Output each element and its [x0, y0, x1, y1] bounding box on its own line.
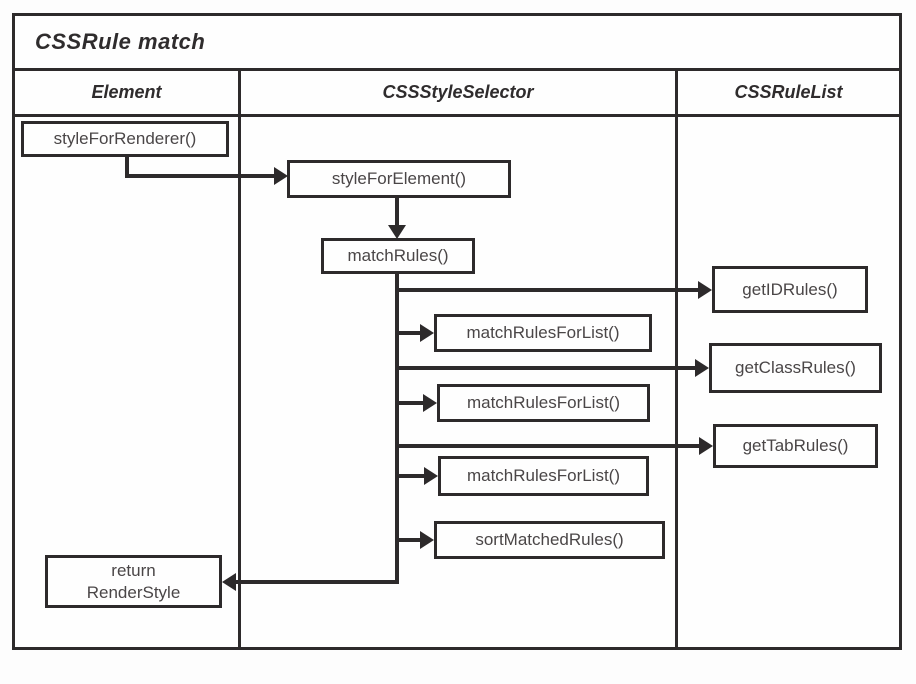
edge-sfr-sfe-vertical	[125, 157, 129, 178]
diagram-title: CSSRule match	[35, 29, 206, 54]
node-matchRules: matchRules()	[321, 238, 475, 274]
node-label: matchRulesForList()	[466, 323, 620, 343]
arrowhead-right-icon	[423, 394, 437, 412]
node-getIDRules: getIDRules()	[712, 266, 868, 313]
arrowhead-right-icon	[420, 531, 434, 549]
arrowhead-right-icon	[695, 359, 709, 377]
edge-mr-gettabrules	[397, 444, 699, 448]
edge-mr-mrfl2	[397, 401, 423, 405]
node-label: sortMatchedRules()	[475, 530, 624, 550]
node-label: styleForElement()	[331, 169, 467, 189]
node-return-renderstyle: return RenderStyle	[45, 555, 222, 608]
node-label: styleForRenderer()	[53, 129, 197, 149]
lane-header-element: Element	[91, 82, 162, 102]
lane-divider-left	[238, 68, 241, 647]
node-matchRulesForList-3: matchRulesForList()	[438, 456, 649, 496]
node-label: matchRules()	[347, 246, 449, 266]
arrowhead-right-icon	[698, 281, 712, 299]
edge-mr-mrfl3	[397, 474, 424, 478]
lane-header-cssstyleselector: CSSStyleSelector	[382, 82, 534, 102]
edge-mr-getclassrules	[397, 366, 695, 370]
sequence-diagram-frame: CSSRule match Element CSSStyleSelector C…	[12, 13, 902, 650]
arrowhead-right-icon	[424, 467, 438, 485]
arrowhead-right-icon	[274, 167, 288, 185]
node-getClassRules: getClassRules()	[709, 343, 882, 393]
node-styleForElement: styleForElement()	[287, 160, 511, 198]
node-styleForRenderer: styleForRenderer()	[21, 121, 229, 157]
edge-mr-getidrules	[397, 288, 698, 292]
node-getTabRules: getTabRules()	[713, 424, 878, 468]
arrowhead-left-icon	[222, 573, 236, 591]
arrowhead-down-icon	[388, 225, 406, 239]
edge-sfr-sfe-horizontal	[125, 174, 274, 178]
node-label: getClassRules()	[735, 358, 856, 378]
node-label: matchRulesForList()	[466, 466, 621, 486]
node-label: return RenderStyle	[86, 561, 181, 602]
arrowhead-right-icon	[699, 437, 713, 455]
matchrules-lifeline	[395, 274, 399, 584]
lane-header-cssrulelist: CSSRuleList	[734, 82, 843, 102]
node-matchRulesForList-1: matchRulesForList()	[434, 314, 652, 352]
node-label: matchRulesForList()	[466, 393, 621, 413]
lane-header-band: Element CSSStyleSelector CSSRuleList	[15, 71, 899, 117]
lane-divider-right	[675, 68, 678, 647]
edge-mr-return	[236, 580, 399, 584]
node-label: getTabRules()	[742, 436, 849, 456]
arrowhead-right-icon	[420, 324, 434, 342]
diagram-title-band: CSSRule match	[15, 16, 899, 71]
edge-mr-sortmatchedrules	[397, 538, 420, 542]
node-label: getIDRules()	[742, 279, 838, 299]
edge-sfe-mr-vertical	[395, 198, 399, 226]
edge-mr-mrfl1	[397, 331, 420, 335]
node-sortMatchedRules: sortMatchedRules()	[434, 521, 665, 559]
node-matchRulesForList-2: matchRulesForList()	[437, 384, 650, 422]
